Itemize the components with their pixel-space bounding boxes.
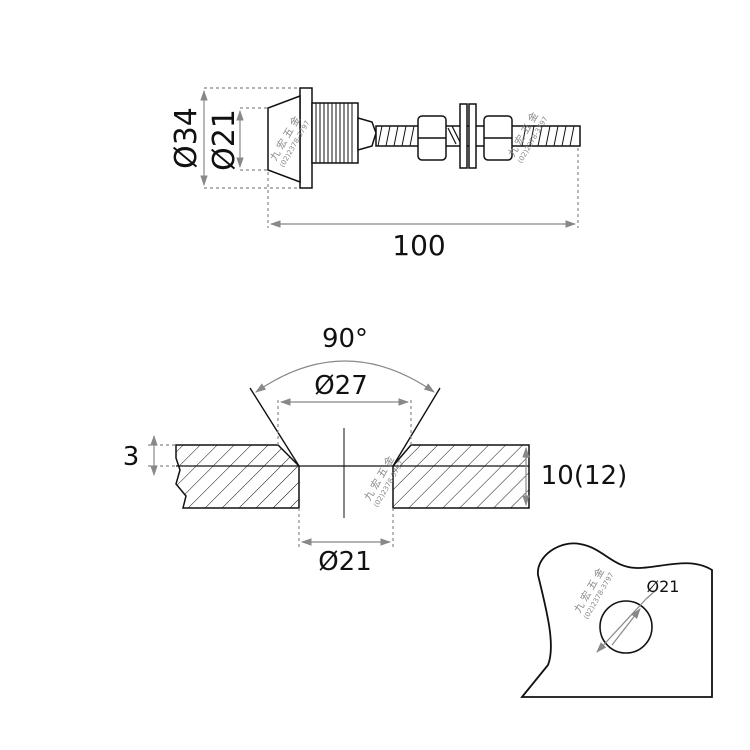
top-dimensions xyxy=(200,87,579,228)
hole-diameter-label: Ø21 xyxy=(318,547,372,577)
total-thickness-label: 10(12) xyxy=(541,461,627,491)
countersink-diameter-label: Ø27 xyxy=(314,371,368,401)
outer-diameter-label: Ø34 xyxy=(169,107,204,169)
angle-label: 90° xyxy=(322,324,368,354)
top-thickness-label: 3 xyxy=(123,442,140,472)
inner-diameter-label: Ø21 xyxy=(207,109,242,171)
section-dimensions xyxy=(148,398,530,550)
fitting-side-view xyxy=(267,87,581,189)
length-label: 100 xyxy=(392,229,445,262)
plate-hole-label: Ø21 xyxy=(647,577,680,596)
countersink-section xyxy=(175,360,530,518)
plate-view xyxy=(520,542,713,698)
